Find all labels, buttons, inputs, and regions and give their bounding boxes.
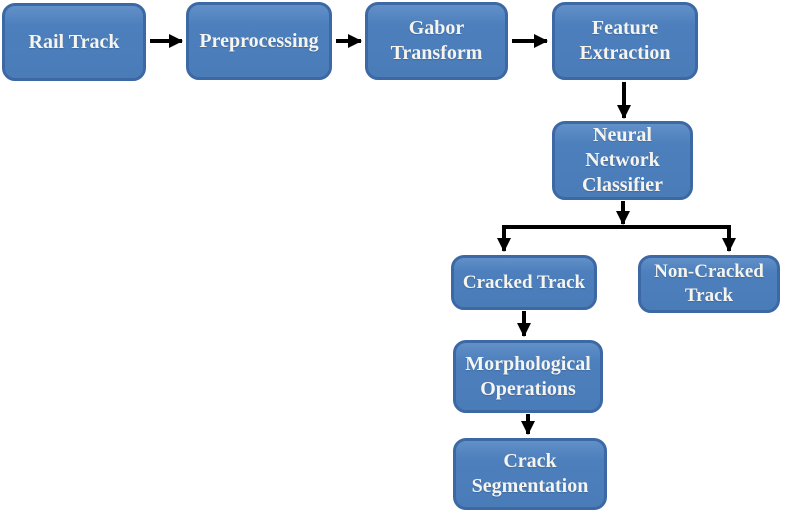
node-gabor-transform: Gabor Transform bbox=[365, 2, 508, 80]
node-label: Morphological Operations bbox=[465, 352, 591, 400]
node-non-cracked-track: Non-Cracked Track bbox=[638, 255, 780, 313]
node-label: Crack Segmentation bbox=[471, 450, 589, 497]
node-label: Cracked Track bbox=[462, 271, 586, 293]
node-cracked-track: Cracked Track bbox=[451, 255, 597, 310]
node-label: Gabor Transform bbox=[390, 17, 483, 64]
node-preprocessing: Preprocessing bbox=[186, 2, 332, 80]
node-crack-segmentation: Crack Segmentation bbox=[453, 438, 607, 510]
node-feature-extraction: Feature Extraction bbox=[552, 2, 698, 80]
node-label: Neural Network Classifier bbox=[581, 124, 664, 196]
node-label: Feature Extraction bbox=[579, 17, 671, 64]
node-label: Preprocessing bbox=[199, 29, 319, 52]
node-morphological-operations: Morphological Operations bbox=[453, 340, 603, 413]
node-neural-network-classifier: Neural Network Classifier bbox=[552, 121, 693, 200]
node-label: Non-Cracked Track bbox=[654, 261, 764, 306]
node-rail-track: Rail Track bbox=[2, 3, 146, 81]
node-label: Rail Track bbox=[28, 30, 120, 53]
